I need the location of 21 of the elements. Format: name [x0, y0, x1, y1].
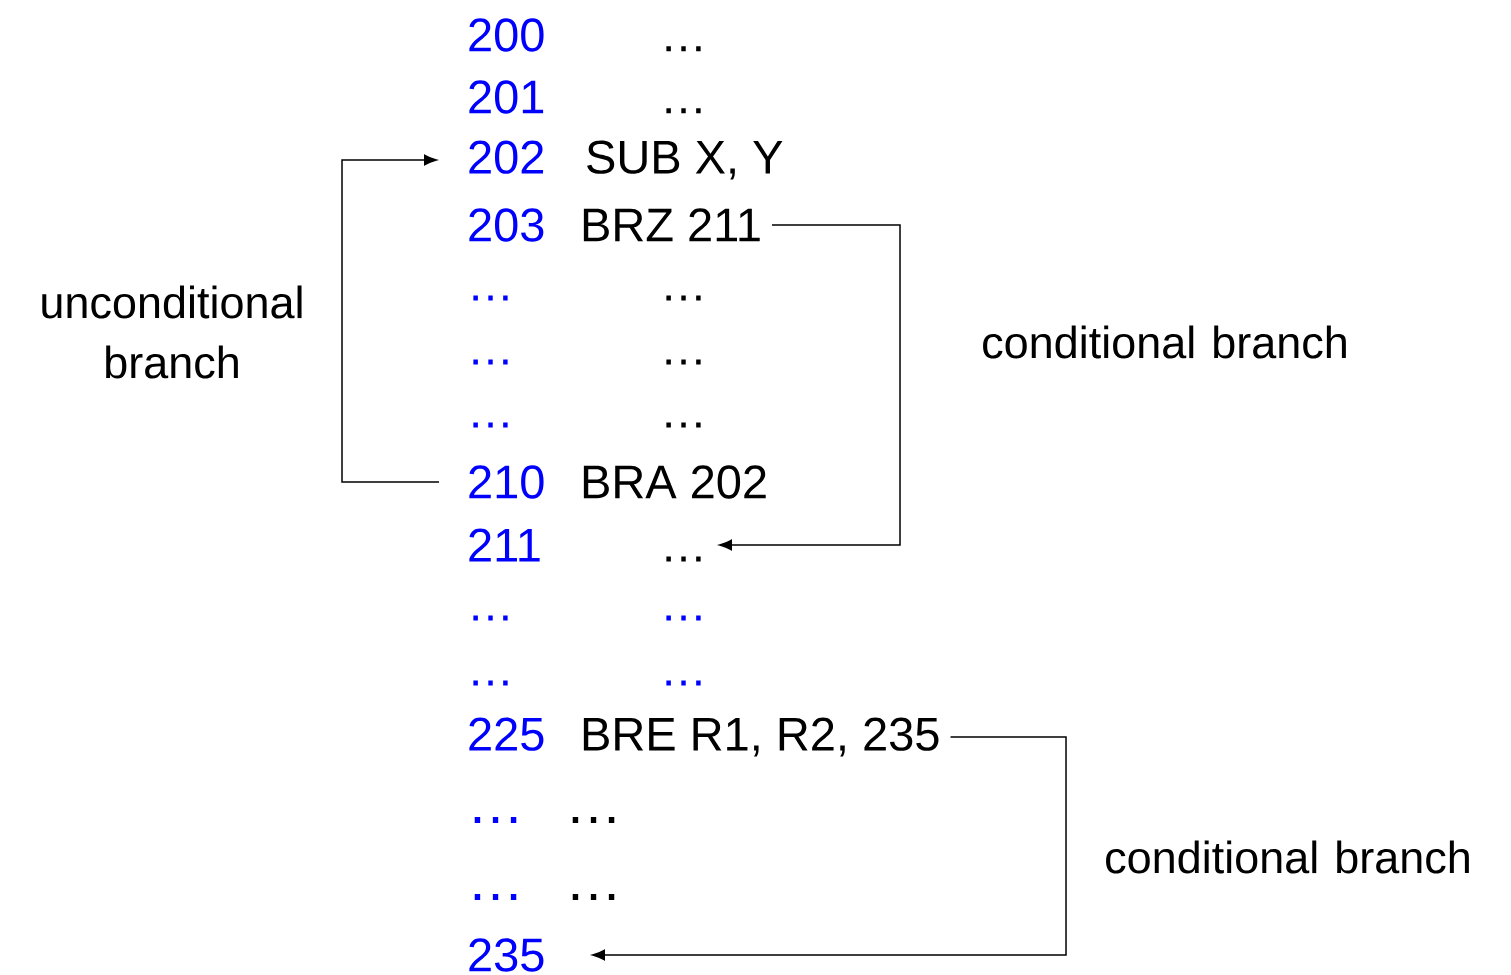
code-line: 211 …	[469, 528, 701, 562]
code-line: 203 BRZ 211	[469, 208, 760, 242]
code-line: … …	[473, 422, 701, 428]
branch-arrow	[341, 154, 440, 483]
code-line: … …	[474, 893, 615, 901]
branch-arrow	[592, 736, 1067, 961]
code-line: … …	[473, 295, 701, 301]
edge-label: conditional branch	[1106, 840, 1469, 874]
code-line: … …	[474, 816, 615, 824]
code-line: … …	[473, 680, 701, 686]
edge-label: unconditional branch	[42, 285, 302, 379]
code-line: 202 SUB X, Y	[469, 140, 783, 180]
edge-label: conditional branch	[983, 325, 1346, 359]
code-line: 235	[469, 938, 544, 972]
code-line: 225 BRE R1, R2, 235	[469, 717, 939, 757]
branch-arrow	[719, 224, 901, 551]
code-line: 210 BRA 202	[469, 465, 766, 499]
code-line: 201 …	[469, 80, 701, 114]
code-line: … …	[473, 359, 701, 365]
code-line: … …	[473, 615, 701, 621]
code-line: 200 …	[469, 18, 701, 52]
